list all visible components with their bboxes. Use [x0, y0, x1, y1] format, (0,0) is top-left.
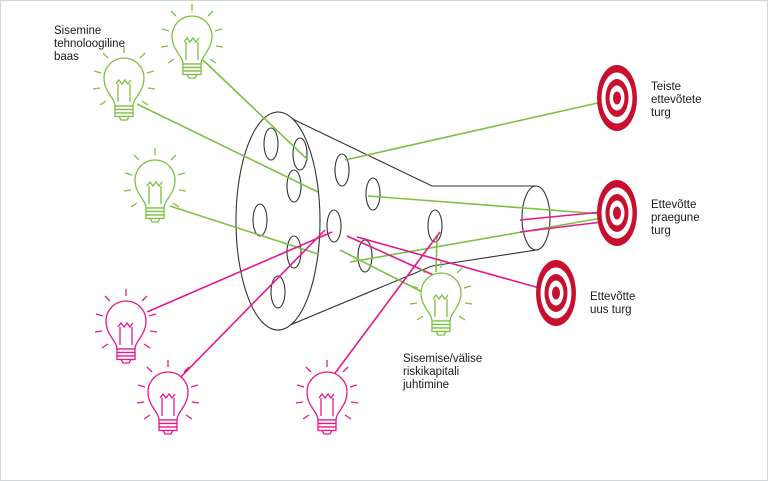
lightbulb-icon: [160, 3, 224, 79]
flow-line-green: [136, 103, 319, 193]
green-flow-lines: [136, 59, 603, 297]
flow-line-pink: [326, 231, 441, 385]
funnel-hole: [326, 209, 342, 243]
funnel-hole: [286, 169, 302, 203]
funnel-hole: [427, 209, 443, 243]
flow-line-pink: [519, 221, 603, 233]
flow-line-green: [349, 217, 603, 263]
funnel-hole: [263, 127, 279, 161]
funnel-hole: [286, 235, 302, 269]
funnel-hole: [365, 177, 381, 211]
flow-line-pink: [519, 211, 603, 221]
target-icon: [597, 180, 637, 246]
flow-line-green: [435, 235, 438, 273]
lightbulb-icon: [409, 260, 473, 336]
flow-line-green: [169, 205, 319, 255]
flow-line-green: [344, 101, 603, 161]
lightbulb-icon: [136, 359, 200, 435]
lightbulb-icon: [295, 359, 359, 435]
flow-line-pink: [356, 236, 544, 290]
label-new-market: Ettevõtte uus turg: [590, 291, 636, 316]
funnel-hole: [270, 275, 286, 309]
lightbulb-icon: [123, 147, 187, 223]
label-internal-tech-base: Sisemine tehnoloogiline baas: [54, 25, 125, 63]
flow-line-green: [339, 249, 431, 297]
target-icon: [536, 260, 576, 326]
flow-line-pink: [173, 229, 326, 385]
funnel: [235, 111, 551, 331]
label-other-firms-market: Teiste ettevõtete turg: [651, 81, 702, 119]
flow-line-green: [202, 59, 309, 161]
lightbulb-icon: [94, 288, 158, 364]
pink-flow-lines: [146, 211, 603, 385]
funnel-hole: [334, 153, 350, 187]
flow-line-pink: [346, 235, 441, 279]
label-current-market: Ettevõtte praegune turg: [651, 199, 700, 237]
funnel-hole: [252, 203, 268, 237]
flow-line-green: [367, 195, 603, 215]
target-icon: [597, 65, 637, 131]
market-targets: [536, 65, 637, 326]
label-venture-management: Sisemise/välise riskikapitali juhtimine: [403, 353, 483, 391]
funnel-hole: [292, 137, 308, 171]
flow-line-pink: [146, 231, 333, 313]
